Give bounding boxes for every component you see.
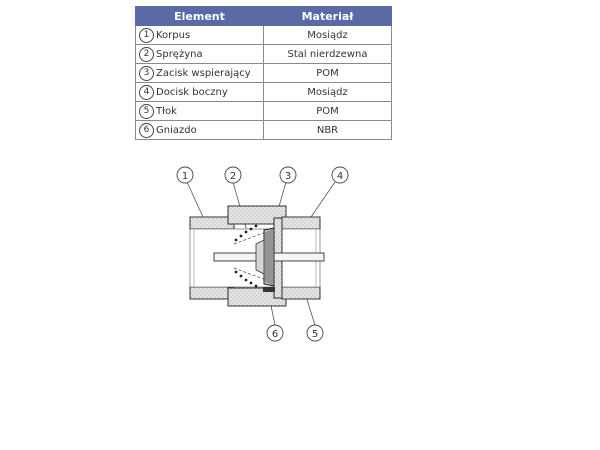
number-badge: 6 <box>139 122 154 138</box>
callout-label-5: 5 <box>312 329 318 340</box>
callout-4 <box>331 166 349 184</box>
number-badge: 5 <box>139 103 154 119</box>
material-cell: POM <box>263 101 392 121</box>
material-cell: NBR <box>263 120 392 140</box>
number-badge: 3 <box>139 65 154 81</box>
element-name: Korpus <box>156 29 191 41</box>
callout-2 <box>224 166 242 184</box>
element-name: Gniazdo <box>156 124 197 136</box>
table-header-row: Element Materiał <box>135 6 392 26</box>
number-badge: 1 <box>139 27 154 43</box>
element-name: Docisk boczny <box>156 86 228 98</box>
number-badge: 4 <box>139 84 154 100</box>
element-name: Tłok <box>156 105 177 117</box>
callout-6 <box>266 324 284 342</box>
seat <box>263 287 275 292</box>
callout-3 <box>279 166 297 184</box>
element-name: Sprężyna <box>156 48 203 60</box>
header-material: Materiał <box>263 6 392 26</box>
material-cell: Mosiądz <box>263 25 392 45</box>
material-cell: POM <box>263 63 392 83</box>
leader-line-1 <box>186 181 204 218</box>
callout-label-3: 3 <box>285 171 291 182</box>
number-badge: 2 <box>139 46 154 62</box>
callout-label-1: 1 <box>182 171 188 182</box>
element-name: Zacisk wspierający <box>156 67 251 79</box>
leader-line-4 <box>310 181 336 218</box>
header-element: Element <box>135 6 264 26</box>
valve-diagram: 1 2 3 4 5 6 <box>176 166 349 342</box>
material-cell: Stal nierdzewna <box>263 44 392 64</box>
callout-label-2: 2 <box>230 171 236 182</box>
spring-outline <box>233 231 267 281</box>
spring <box>234 224 258 288</box>
callout-label-4: 4 <box>337 171 343 182</box>
material-cell: Mosiądz <box>263 82 392 102</box>
callout-1 <box>176 166 194 184</box>
piston-head <box>263 227 275 287</box>
callout-label-6: 6 <box>272 329 278 340</box>
leader-line-3 <box>277 181 287 211</box>
callout-5 <box>306 324 324 342</box>
